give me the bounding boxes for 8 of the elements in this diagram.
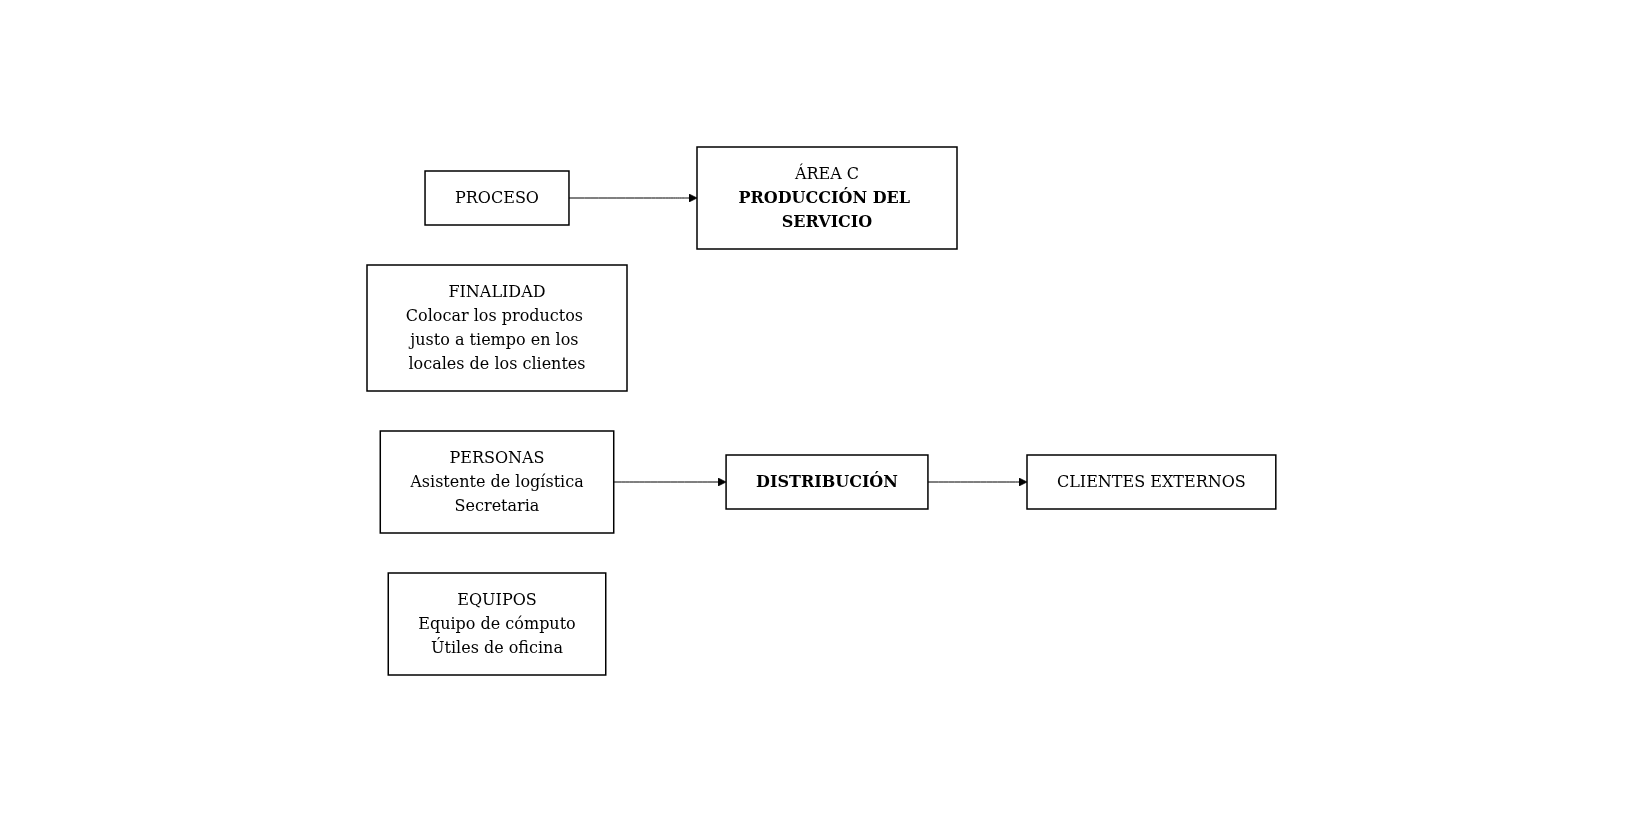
arrow — [613, 477, 727, 487]
node-box: FINALIDAD Colocar los productos justo a tiempo en los locales de los clientes — [366, 264, 628, 392]
node-box: ÁREA C PRODUCCIÓN DEL SERVICIO — [696, 146, 958, 250]
node-box: PROCESO — [424, 170, 570, 226]
node-box: DISTRIBUCIÓN — [725, 454, 929, 510]
node-box: CLIENTES EXTERNOS — [1026, 454, 1277, 510]
node-box: EQUIPOS Equipo de cómputo Útiles de oficina — [387, 572, 607, 676]
node-box: PERSONAS Asistente de logística Secretaria — [379, 430, 615, 534]
